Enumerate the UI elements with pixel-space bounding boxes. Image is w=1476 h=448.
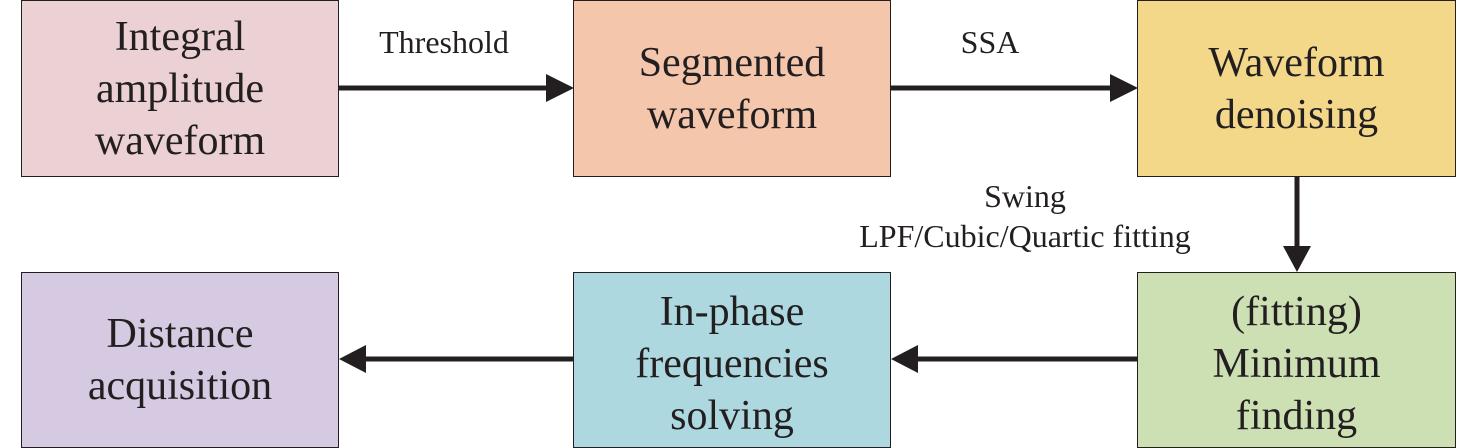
node-waveform-denoising: Waveform denoising bbox=[1137, 0, 1456, 177]
node-distance-acquisition: Distance acquisition bbox=[21, 272, 339, 448]
edge-label-ssa: SSA bbox=[960, 24, 1020, 60]
arrow-denoising-to-minimum bbox=[1283, 177, 1311, 272]
arrow-segmented-to-denoising bbox=[891, 74, 1138, 102]
arrow-integral-to-segmented bbox=[339, 74, 574, 102]
arrow-inphase-to-distance bbox=[339, 345, 573, 373]
node-integral-amplitude-waveform: Integral amplitude waveform bbox=[21, 0, 339, 177]
arrow-minimum-to-inphase bbox=[891, 345, 1138, 373]
node-segmented-waveform: Segmented waveform bbox=[573, 0, 891, 177]
node-minimum-finding: (fitting) Minimum finding bbox=[1137, 272, 1456, 448]
edge-label-threshold: Threshold bbox=[379, 24, 509, 60]
edge-label-swing-fitting: Swing LPF/Cubic/Quartic fitting bbox=[859, 178, 1191, 254]
node-in-phase-frequencies-solving: In-phase frequencies solving bbox=[573, 272, 891, 448]
